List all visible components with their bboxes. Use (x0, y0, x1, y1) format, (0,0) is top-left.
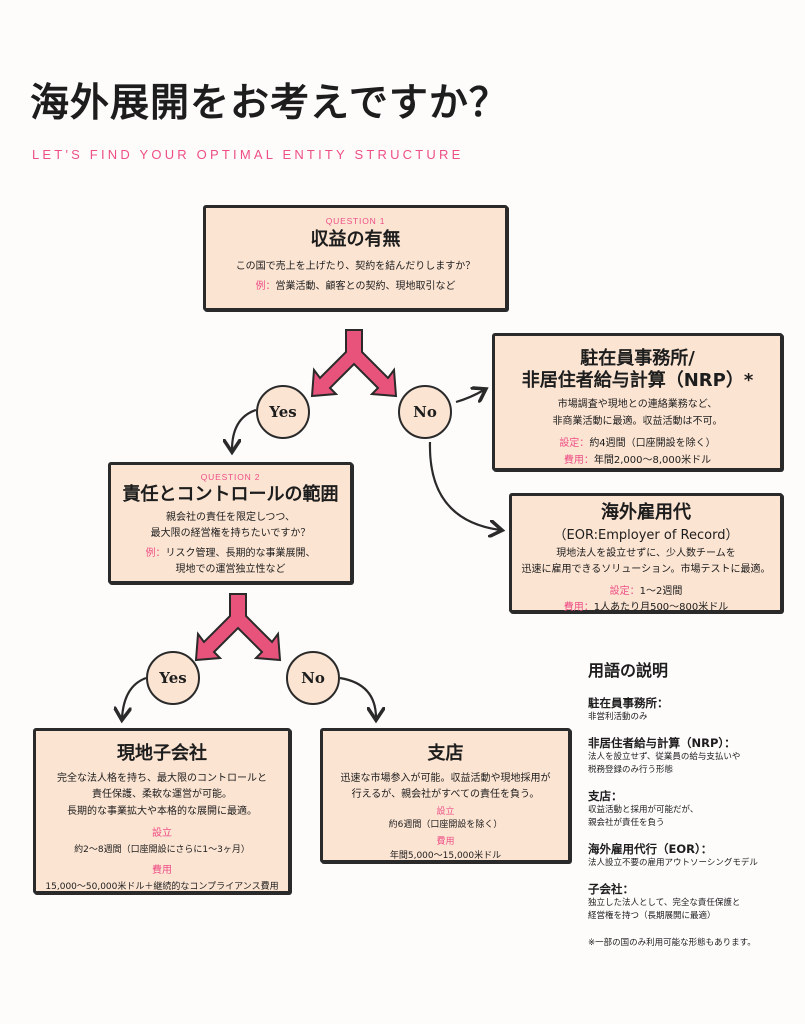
question-2-desc-2: 最大限の経営権を持ちたいですか？ (150, 528, 311, 540)
question-2-label: QUESTION 2 (200, 472, 261, 482)
cost-label: 費用： (563, 454, 594, 466)
subsidiary-cost: 15,000〜50,000米ドル＋継続的なコンプライアンス費用 (45, 881, 279, 892)
question-2-box: QUESTION 2 責任とコントロールの範囲 親会社の責任を限定しつつ、 最大… (108, 462, 353, 584)
q2-no-node: No (286, 651, 340, 705)
arrow-no-to-eor (428, 441, 500, 530)
eor-cost: 1人あたり月500〜800米ドル (593, 602, 729, 614)
page-subtitle: LET'S FIND YOUR OPTIMAL ENTITY STRUCTURE (32, 147, 464, 162)
q2-yes-node: Yes (146, 651, 200, 705)
glossary-term: 海外雇用代行（EOR）： (588, 841, 713, 856)
question-1-example: 営業活動、顧客との契約、現地取引など (275, 281, 456, 293)
setup-label: 設立 (152, 828, 172, 840)
eor-title-2: （EOR:Employer of Record） (553, 527, 739, 543)
branch-desc-2: 行えるが、親会社がすべての責任を負う。 (351, 789, 540, 801)
split-arrow-q1 (310, 329, 398, 398)
example-label: 例： (145, 547, 166, 559)
branch-desc-1: 迅速な市場参入が可能。収益活動や現地採用が (340, 772, 551, 784)
subsidiary-desc-1: 完全な法人格を持ち、最大限のコントロールと (57, 772, 267, 784)
glossary-definition: 法人を設立せず、従業員の給与支払いや (588, 751, 741, 762)
eor-title-1: 海外雇用代 (601, 502, 691, 523)
q1-no-node: No (398, 385, 452, 439)
question-2-example-2: 現地での運営独立性など (175, 564, 286, 576)
branch-title: 支店 (427, 743, 464, 764)
cost-label: 費用 (152, 865, 172, 877)
nrp-desc-2: 非商業活動に最適。収益活動は不可。 (552, 415, 723, 427)
branch-setup: 約6週間（口座開設を除く） (388, 820, 503, 831)
setup-label: 設定： (609, 585, 640, 597)
nrp-setup: 約4週間（口座開設を除く） (589, 438, 716, 450)
split-arrow-q2 (194, 593, 282, 662)
subsidiary-setup: 約2〜8週間（口座開設にさらに1〜3ヶ月） (74, 844, 250, 855)
glossary-definition: 親会社が責任を負う (588, 818, 665, 829)
cost-label: 費用： (563, 602, 594, 614)
setup-label: 設定： (559, 438, 590, 450)
page-title: 海外展開をお考えですか？ (30, 81, 509, 126)
glossary-title: 用語の説明 (588, 661, 669, 680)
glossary-definition: 税務登録のみ行う形態 (588, 765, 674, 776)
eor-desc-1: 現地法人を設立せずに、少人数チームを (556, 547, 736, 559)
branch-cost: 年間5,000〜15,000米ドル (389, 850, 502, 861)
nrp-title-2: 非居住者給与計算（NRP）* (521, 369, 754, 391)
eor-box: 海外雇用代 （EOR:Employer of Record） 現地法人を設立せず… (509, 493, 783, 613)
subsidiary-desc-3: 長期的な事業拡大や本格的な展開に最適。 (67, 805, 257, 817)
question-1-box: QUESTION 1 収益の有無 この国で売上を上げたり、契約を結んだりしますか… (203, 205, 508, 311)
glossary-definition: 独立した法人として、完全な責任保護と (588, 897, 741, 908)
setup-label: 設立 (436, 806, 455, 817)
subsidiary-box: 現地子会社 完全な法人格を持ち、最大限のコントロールと 責任保護、柔軟な運営が可… (33, 728, 291, 894)
question-2-desc-1: 親会社の責任を限定しつつ、 (166, 511, 295, 523)
eor-setup: 1〜2週間 (639, 585, 683, 597)
question-1-label: QUESTION 1 (325, 216, 386, 226)
nrp-title-1: 駐在員事務所/ (580, 348, 695, 369)
question-1-title: 収益の有無 (310, 229, 401, 250)
nrp-cost: 年間2,000〜8,000米ドル (593, 454, 712, 466)
eor-desc-2: 迅速に雇用できるソリューション。市場テストに最適。 (521, 564, 771, 576)
arrow-no-to-nrp (455, 390, 484, 402)
glossary-definition: 法人設立不要の雇用アウトソーシングモデル (588, 857, 758, 868)
glossary-note: ※一部の国のみ利用可能な形態もあります。 (588, 937, 756, 948)
glossary-definition: 非営利活動のみ (588, 712, 648, 722)
arrow-yes-to-subsidiary (122, 676, 147, 718)
glossary-definition: 収益活動と採用が可能だが、 (588, 804, 699, 815)
arrow-no-to-branch (339, 676, 376, 718)
branch-box: 支店 迅速な市場参入が可能。収益活動や現地採用が 行えるが、親会社がすべての責任… (320, 728, 571, 863)
subsidiary-desc-2: 責任保護、柔軟な運営が可能。 (92, 789, 232, 801)
nrp-desc-1: 市場調査や現地との連絡業務など、 (557, 399, 718, 411)
glossary: 用語の説明 駐在員事務所： 非営利活動のみ非居住者給与計算（NRP）：法人を設立せ… (588, 657, 798, 948)
cost-label: 費用 (436, 837, 455, 848)
question-1-desc: この国で売上を上げたり、契約を結んだりしますか？ (235, 260, 476, 272)
glossary-term: 駐在員事務所： (588, 696, 669, 710)
question-2-title: 責任とコントロールの範囲 (122, 484, 339, 505)
glossary-definition: 経営権を持つ（長期展開に最適） (588, 911, 716, 922)
question-2-example-1: リスク管理、長期的な事業展開、 (165, 547, 316, 559)
subsidiary-title: 現地子会社 (117, 743, 207, 764)
nrp-box: 駐在員事務所/ 非居住者給与計算（NRP）* 市場調査や現地との連絡業務など、 … (492, 333, 783, 471)
glossary-term: 子会社： (588, 881, 634, 896)
example-label: 例： (255, 281, 276, 293)
q1-yes-node: Yes (256, 385, 310, 439)
glossary-term: 非居住者給与計算（NRP）： (588, 735, 736, 750)
glossary-term: 支店： (588, 788, 623, 803)
arrow-yes-to-q2 (232, 408, 257, 450)
